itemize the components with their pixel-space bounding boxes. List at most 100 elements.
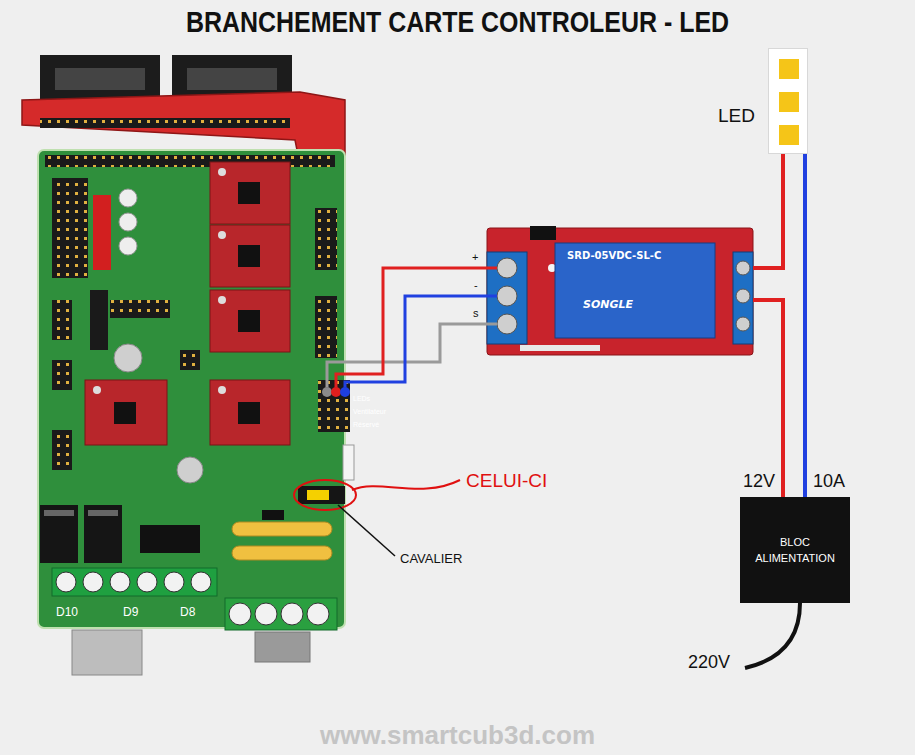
screw-terminal: [307, 603, 329, 625]
ramps-board: [84, 505, 122, 563]
stepper-driver: [218, 231, 226, 239]
relay-model: SRD-05VDC-SL-C: [567, 250, 661, 261]
stepper-driver: [85, 380, 167, 445]
relay-module: [520, 345, 600, 351]
screw-terminal: [191, 572, 211, 592]
stepper-driver: [210, 380, 290, 445]
smart-adapter: [22, 55, 345, 165]
led-chip: [779, 125, 799, 145]
ramps-board: [52, 430, 72, 470]
ramps-board: [340, 387, 350, 397]
power-wire: [753, 300, 783, 497]
power-wire: [803, 154, 807, 497]
stepper-driver: [85, 162, 290, 445]
stepper-driver: [93, 386, 101, 394]
pin-label: Ventilateur: [353, 408, 386, 415]
ramps-board: [255, 632, 310, 662]
pin-label: D10: [56, 605, 78, 619]
voltage-label: 220V: [688, 652, 730, 673]
stepper-driver: [210, 290, 290, 352]
ramps-board: [343, 445, 354, 480]
ramps-board: [90, 290, 108, 350]
ramps-board: [262, 510, 284, 520]
power-supply-label: BLOC ALIMENTATION: [747, 534, 843, 567]
ramps-board: [177, 457, 203, 483]
hand-annotation: [352, 480, 460, 490]
ramps-board: [315, 296, 337, 358]
relay-module: [487, 226, 753, 355]
smart-adapter: [40, 118, 290, 128]
stepper-driver: [210, 162, 290, 224]
relay-module: [487, 252, 527, 344]
terminal-plus: +: [472, 251, 478, 263]
jumper: [298, 486, 345, 504]
ramps-board: [232, 522, 332, 536]
relay-module: [497, 258, 517, 278]
relay-module: [530, 226, 556, 240]
ramps-board: [114, 344, 142, 372]
jumper: [307, 490, 329, 500]
callout-label: CAVALIER: [400, 551, 462, 566]
relay-module: [555, 243, 715, 338]
signal-wires: [327, 324, 497, 387]
stepper-driver: [238, 402, 260, 424]
ramps-board: [315, 208, 337, 270]
led-chip: [779, 92, 799, 112]
screw-terminal: [52, 568, 217, 596]
hand-annotation: [294, 480, 356, 510]
diagram-title: BRANCHEMENT CARTE CONTROLEUR - LED: [64, 6, 851, 39]
ramps-board: [110, 300, 170, 318]
ramps-board: [331, 387, 341, 397]
relay-module: SRD-05VDC-SL-CSONGLE: [487, 228, 753, 355]
ramps-board: [45, 155, 335, 167]
ramps-board: [318, 380, 350, 432]
led-chip: [779, 59, 799, 79]
screw-terminal: [52, 568, 337, 630]
smart-adapter: [55, 68, 145, 90]
ramps-board: [232, 546, 332, 560]
ramps-board: [38, 150, 354, 675]
power-wire: [753, 154, 783, 268]
stepper-driver: [238, 182, 260, 204]
stepper-driver: [218, 386, 226, 394]
terminal-signal: s: [473, 307, 479, 319]
signal-wires: [345, 296, 497, 387]
ramps-board: [52, 300, 72, 340]
wire-label: 12V: [743, 471, 775, 492]
pin-label: D8: [180, 605, 195, 619]
pin-label: Réservé: [353, 421, 379, 428]
relay-module: [733, 252, 753, 344]
ramps-board: [38, 150, 345, 628]
relay-module: [736, 317, 750, 331]
ramps-board: [119, 237, 137, 255]
screw-terminal: [137, 572, 157, 592]
ramps-board: [140, 525, 200, 553]
relay-module: [736, 289, 750, 303]
mains-cable: [745, 603, 800, 668]
ramps-board: [180, 350, 200, 370]
hand-annotation: [294, 480, 460, 510]
ramps-board: [119, 213, 137, 231]
ramps-board: [119, 189, 137, 207]
ramps-board: [52, 360, 72, 390]
relay-module: [497, 314, 517, 334]
led-label: LED: [718, 105, 755, 127]
led-strip: LED: [768, 48, 808, 154]
stepper-driver: [218, 296, 226, 304]
terminal-minus: -: [474, 279, 478, 291]
screw-terminal: [83, 572, 103, 592]
screw-terminal: [281, 603, 303, 625]
stepper-driver: [210, 225, 290, 287]
wire-label: 10A: [813, 471, 845, 492]
signal-wires: [336, 268, 497, 387]
relay-module: [497, 286, 517, 306]
ramps-board: [322, 387, 332, 397]
smart-adapter: [187, 68, 277, 90]
signal-wires: [327, 268, 497, 387]
hand-note: CELUI-CI: [466, 470, 547, 492]
pin-label: LEDs: [353, 395, 370, 402]
ramps-board: [93, 195, 111, 270]
ramps-board: [52, 178, 88, 278]
